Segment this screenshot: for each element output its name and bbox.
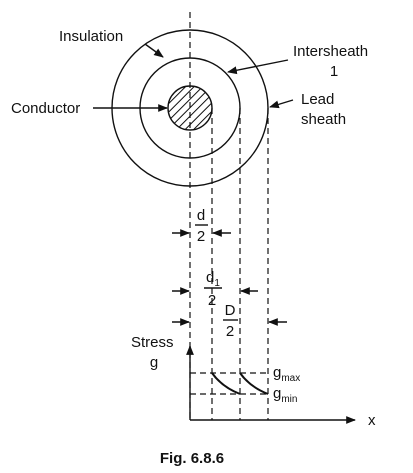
lead-sheath-label-top: Lead (301, 91, 334, 108)
lead-sheath-leader (269, 99, 294, 109)
stress-curve-outer-layer (239, 372, 269, 395)
figure-caption: Fig. 6.8.6 (160, 450, 224, 467)
lead-sheath-label-bottom: sheath (301, 111, 346, 128)
gmax-label: gmax (273, 364, 300, 384)
intersheath-number: 1 (330, 63, 338, 80)
half-D-denominator: 2 (226, 323, 234, 340)
intersheath-leader (227, 59, 289, 75)
gmin-label: gmin (273, 385, 297, 405)
half-d1-denominator: 2 (208, 292, 216, 309)
stress-curve-inner-layer (211, 372, 241, 395)
x-axis-label: x (368, 412, 376, 429)
insulation-label: Insulation (59, 28, 123, 45)
half-D-numerator: D (225, 302, 236, 319)
half-d-denominator: 2 (197, 228, 205, 245)
half-d-numerator: d (197, 207, 205, 224)
intersheath-label: Intersheath (293, 43, 368, 60)
stress-symbol: g (150, 354, 158, 371)
half-d1-numerator: d1 (206, 269, 220, 289)
stress-label: Stress (131, 334, 174, 351)
insulation-leader (144, 43, 164, 58)
conductor-label: Conductor (11, 100, 80, 117)
